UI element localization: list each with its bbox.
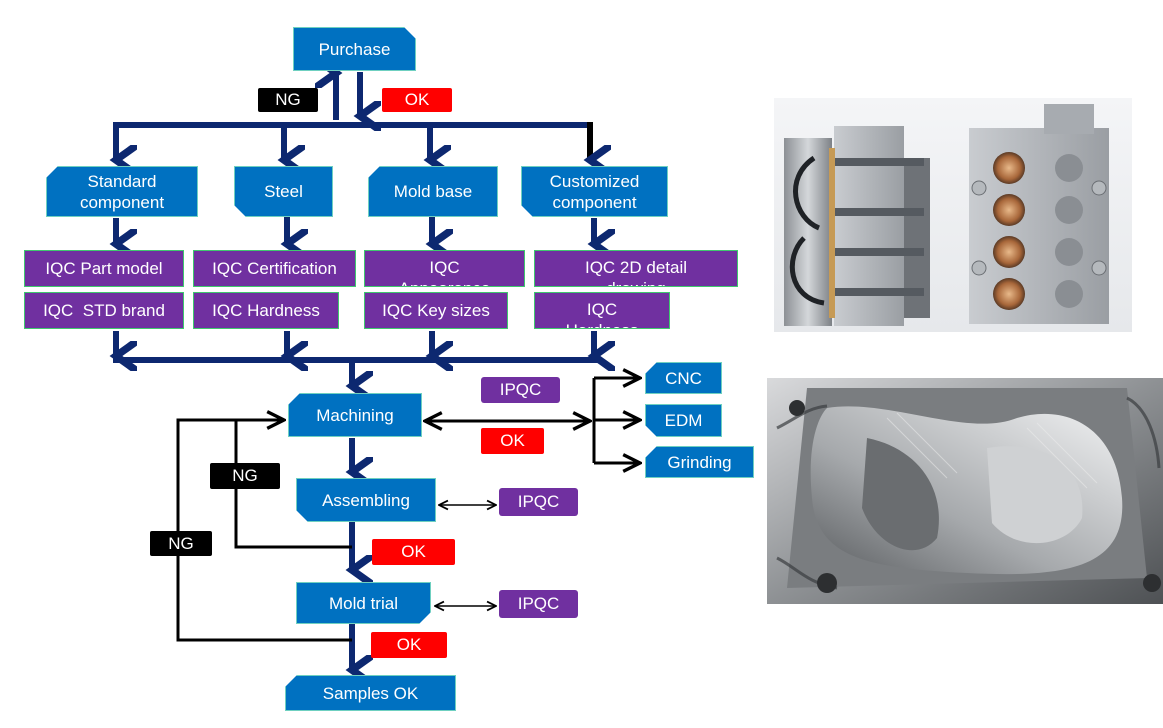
ok-tag-assembling: OK <box>372 539 455 565</box>
cnc-label: CNC <box>665 368 702 388</box>
edm-node: EDM <box>645 404 722 437</box>
customized-component-label: Customized component <box>549 171 640 212</box>
machining-label: Machining <box>316 405 394 425</box>
mold-trial-node: Mold trial <box>296 582 431 624</box>
iqc-key-sizes-label: IQC Key sizes <box>382 301 490 320</box>
iqc-hardness-custom-label: IQC Hardness <box>566 300 639 328</box>
purchase-node: Purchase <box>293 27 416 71</box>
ng-tag-outer-loop: NG <box>150 531 212 556</box>
steel-label: Steel <box>264 182 303 201</box>
ipqc-label: IPQC <box>517 594 560 613</box>
purchase-label: Purchase <box>318 39 391 59</box>
cnc-node: CNC <box>645 362 722 394</box>
grinding-label: Grinding <box>667 452 732 472</box>
iqc-hardness-custom: IQC Hardness <box>534 292 670 329</box>
mold-base-label: Mold base <box>393 182 473 201</box>
ng-tag-inner-loop: NG <box>210 463 280 489</box>
iqc-part-model-label: IQC Part model <box>45 259 163 278</box>
mold-assembly-photo <box>774 98 1132 332</box>
iqc-part-model: IQC Part model <box>24 250 184 287</box>
mold-base-node: Mold base <box>368 166 498 217</box>
iqc-appearance-label: IQC Appearance <box>399 258 491 286</box>
ipqc-tag-assembling: IPQC <box>499 488 578 516</box>
ng-loop-outer <box>176 420 352 642</box>
ok-label: OK <box>404 90 430 109</box>
ok-label: OK <box>401 542 426 561</box>
iqc-std-brand: IQC STD brand <box>24 292 184 329</box>
iqc-certification-label: IQC Certification <box>212 259 337 278</box>
ng-loop-inner <box>234 420 352 549</box>
machined-cavity-photo <box>767 378 1163 604</box>
ipqc-tag-mold-trial: IPQC <box>499 590 578 618</box>
grinding-node: Grinding <box>645 446 754 478</box>
mold-trial-label: Mold trial <box>329 593 398 613</box>
iqc-std-brand-label: IQC STD brand <box>43 301 165 320</box>
samples-ok-label: Samples OK <box>322 683 419 703</box>
iqc-key-sizes: IQC Key sizes <box>364 292 508 329</box>
iqc-hardness-steel: IQC Hardness <box>193 292 339 329</box>
iqc-2d-detail-drawing-label: IQC 2D detail drawing <box>584 258 688 286</box>
iqc-appearance: IQC Appearance <box>364 250 525 287</box>
ok-tag-machining: OK <box>481 428 544 454</box>
ok-tag-purchase: OK <box>382 88 452 112</box>
steel-node: Steel <box>234 166 333 217</box>
standard-component-label: Standard component <box>79 171 165 212</box>
ng-label: NG <box>232 466 258 485</box>
ng-tag-purchase: NG <box>258 88 318 112</box>
samples-ok-node: Samples OK <box>285 675 456 711</box>
customized-component-node: Customized component <box>521 166 668 217</box>
edm-label: EDM <box>664 411 703 430</box>
ng-label: NG <box>275 90 301 109</box>
ng-label: NG <box>168 533 194 553</box>
assembling-node: Assembling <box>296 478 436 522</box>
ipqc-label: IPQC <box>517 492 560 511</box>
ok-label: OK <box>396 635 422 654</box>
ipqc-label: IPQC <box>499 380 542 399</box>
iqc-certification: IQC Certification <box>193 250 356 287</box>
assembling-label: Assembling <box>322 490 410 510</box>
machining-node: Machining <box>288 393 422 437</box>
iqc-hardness-steel-label: IQC Hardness <box>212 301 320 320</box>
ok-label: OK <box>500 431 525 450</box>
ipqc-tag-machining: IPQC <box>481 377 560 403</box>
iqc-2d-detail-drawing: IQC 2D detail drawing <box>534 250 738 287</box>
standard-component-node: Standard component <box>46 166 198 217</box>
ok-tag-mold-trial: OK <box>371 632 447 658</box>
